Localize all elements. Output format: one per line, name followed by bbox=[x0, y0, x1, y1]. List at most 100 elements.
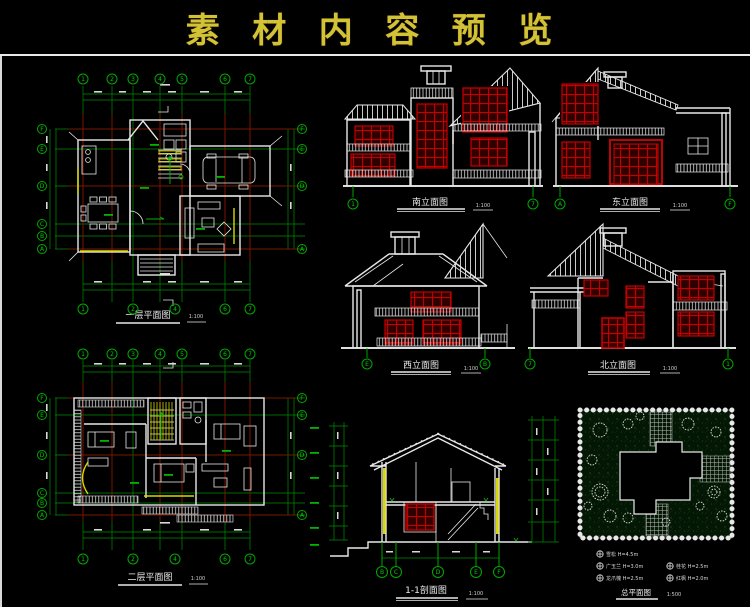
svg-text:F: F bbox=[728, 201, 732, 208]
site-legend: 雪松 H=4.5m 广玉兰 H=3.0m 龙爪槐 H=2.5m 桂花 H=2.5m 红枫… bbox=[596, 550, 708, 582]
svg-text:D: D bbox=[300, 183, 305, 190]
svg-text:1: 1 bbox=[81, 76, 85, 83]
axis-bubble: E bbox=[297, 144, 307, 154]
axis-bubble: 6 bbox=[219, 348, 231, 360]
svg-text:4: 4 bbox=[158, 351, 162, 358]
axis-bubble: 6 bbox=[219, 73, 231, 85]
axis-bubble: 3 bbox=[127, 73, 139, 85]
svg-text:E: E bbox=[40, 146, 44, 153]
svg-text:4: 4 bbox=[173, 306, 177, 313]
grid-lines bbox=[49, 86, 305, 302]
elevation-drawing bbox=[341, 222, 515, 349]
axis-bubble: E bbox=[37, 144, 47, 154]
section-scale-text: 1:100 bbox=[469, 591, 483, 597]
svg-text:F: F bbox=[40, 395, 44, 402]
svg-text:1: 1 bbox=[81, 556, 85, 563]
svg-text:7: 7 bbox=[248, 351, 252, 358]
dimension-lines bbox=[329, 416, 559, 566]
svg-text:E: E bbox=[365, 361, 369, 368]
svg-text:6: 6 bbox=[223, 306, 227, 313]
axis-markers bbox=[529, 348, 729, 358]
svg-text:B: B bbox=[483, 361, 487, 368]
axis-bubble: F bbox=[297, 393, 307, 403]
svg-text:D: D bbox=[436, 569, 441, 576]
green-annotations bbox=[104, 144, 225, 230]
walls bbox=[68, 106, 283, 306]
axis-bubble: D bbox=[37, 450, 47, 460]
svg-text:B: B bbox=[380, 569, 384, 576]
axis-bubble: 1 bbox=[77, 73, 89, 85]
elevation-drawing bbox=[551, 66, 738, 187]
axis-bubble: A bbox=[37, 510, 47, 520]
axis-bubble: E bbox=[297, 410, 307, 420]
red-axis-lines bbox=[68, 114, 298, 261]
svg-text:龙爪槐 H=2.5m: 龙爪槐 H=2.5m bbox=[606, 575, 643, 582]
axis-bubble: F bbox=[493, 566, 505, 578]
dimension-text-marks bbox=[46, 84, 292, 283]
axis-bubble: 2 bbox=[127, 553, 139, 565]
axis-bubble: D bbox=[37, 181, 47, 191]
elev-east-scale-text: 1:100 bbox=[673, 203, 687, 209]
svg-text:4: 4 bbox=[173, 556, 177, 563]
elev-south-scale-text: 1:100 bbox=[476, 203, 490, 209]
svg-text:5: 5 bbox=[180, 76, 184, 83]
elev-west-caption-text: 西立面图 bbox=[403, 359, 439, 371]
plan1-caption: 一层平面图 1:100 bbox=[116, 310, 206, 324]
elev-north-scale-text: 1:100 bbox=[663, 366, 677, 372]
svg-text:桂花 H=2.5m: 桂花 H=2.5m bbox=[676, 563, 708, 570]
axis-bubble: 1 bbox=[722, 358, 734, 370]
svg-text:B: B bbox=[40, 500, 44, 507]
axis-markers bbox=[352, 186, 534, 197]
walls bbox=[73, 362, 265, 523]
svg-text:A: A bbox=[40, 246, 45, 253]
legend-item: 红枫 H=2.0m bbox=[666, 574, 708, 582]
elev-east-caption: 东立面图 1:100 bbox=[600, 196, 690, 212]
axis-bubble: 7 bbox=[244, 348, 256, 360]
svg-text:3: 3 bbox=[131, 351, 135, 358]
axis-bubble: 2 bbox=[106, 348, 118, 360]
svg-text:A: A bbox=[300, 512, 305, 519]
axis-bubble: E bbox=[470, 566, 482, 578]
svg-text:6: 6 bbox=[223, 351, 227, 358]
axis-bubble: 5 bbox=[176, 73, 188, 85]
siteplan-scale-text: 1:500 bbox=[667, 592, 681, 598]
axis-bubble: D bbox=[297, 450, 307, 460]
svg-text:1: 1 bbox=[351, 201, 355, 208]
svg-text:D: D bbox=[40, 183, 45, 190]
svg-text:F: F bbox=[497, 569, 501, 576]
axis-bubble: 4 bbox=[154, 73, 166, 85]
title-band: 素 材 内 容 预 览 bbox=[0, 0, 750, 54]
axis-bubble: A bbox=[37, 244, 47, 254]
axis-bubble: 1 bbox=[77, 553, 89, 565]
site-plan-panel: 雪松 H=4.5m 广玉兰 H=3.0m 龙爪槐 H=2.5m 桂花 H=2.5m 红枫… bbox=[570, 398, 745, 607]
elevation-drawing bbox=[343, 65, 543, 187]
axis-bubble: F bbox=[37, 393, 47, 403]
axis-bubble: 1 bbox=[77, 303, 89, 315]
svg-text:B: B bbox=[40, 233, 44, 240]
axis-bubble: 7 bbox=[524, 358, 536, 370]
svg-text:E: E bbox=[40, 412, 44, 419]
svg-text:F: F bbox=[300, 126, 304, 133]
svg-text:F: F bbox=[300, 395, 304, 402]
axis-bubble: 3 bbox=[127, 348, 139, 360]
title-separator-line bbox=[0, 54, 750, 56]
elev-north-caption: 北立面图 1:100 bbox=[588, 359, 680, 375]
siteplan-caption-text: 总平面图 bbox=[621, 587, 651, 597]
svg-text:雪松 H=4.5m: 雪松 H=4.5m bbox=[606, 551, 638, 558]
svg-text:1: 1 bbox=[726, 361, 730, 368]
furniture bbox=[87, 401, 257, 491]
plan2-caption: 二层平面图 1:100 bbox=[118, 572, 208, 586]
svg-text:C: C bbox=[40, 221, 44, 228]
svg-text:A: A bbox=[40, 512, 45, 519]
legend-item: 广玉兰 H=3.0m bbox=[596, 562, 643, 570]
axis-markers bbox=[559, 186, 731, 197]
axis-bubble: 5 bbox=[176, 348, 188, 360]
axis-bubble: F bbox=[297, 124, 307, 134]
axis-bubble: 1 bbox=[77, 348, 89, 360]
svg-text:7: 7 bbox=[528, 361, 532, 368]
axis-bubble: E bbox=[37, 410, 47, 420]
furniture bbox=[80, 123, 256, 253]
